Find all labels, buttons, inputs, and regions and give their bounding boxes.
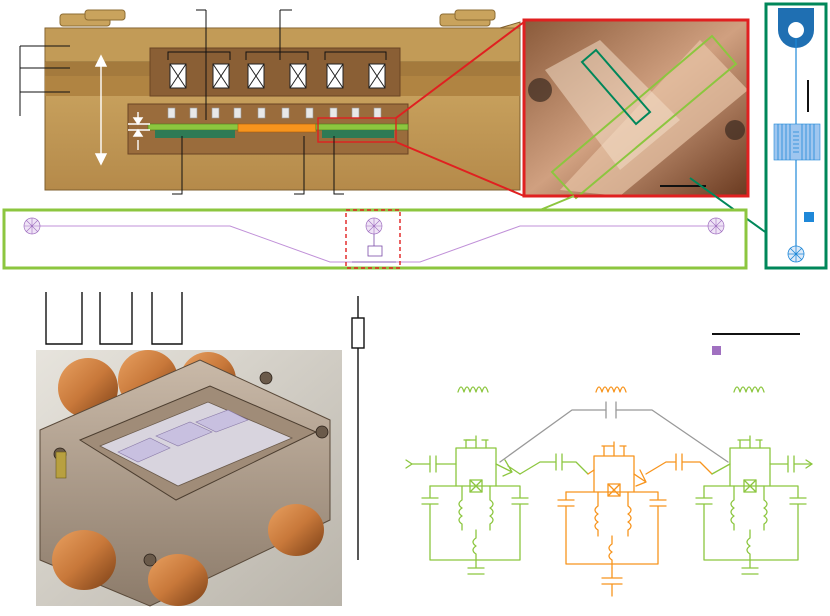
device-photo-panel: [36, 350, 342, 607]
chip-right-substrate: [322, 130, 394, 138]
leader-lines: [19, 9, 344, 195]
photo-label-brackets: [45, 292, 183, 345]
micrograph-details: [528, 40, 748, 196]
qubit-fingers: [773, 123, 821, 161]
circuit-legend: [712, 333, 800, 355]
photo-window: [99, 401, 294, 487]
qubit-region-detail: [352, 234, 396, 263]
coupler-network: [499, 401, 729, 463]
flux-square: [804, 212, 814, 222]
bottom-port-icon: [787, 245, 805, 263]
transmon-zoom-panel: [764, 2, 828, 270]
circuit-panel: [405, 386, 813, 597]
housing-top-plate: [44, 27, 521, 63]
photo-chips: [117, 409, 249, 463]
chip-left-substrate: [155, 130, 235, 138]
micrograph-overlays: [550, 34, 738, 200]
port-icon-spokes: [24, 218, 724, 234]
legend-purple-square: [712, 346, 721, 355]
cross-section-panel: [19, 9, 525, 197]
coil-brackets: [167, 51, 387, 60]
circuit-right: [695, 435, 813, 575]
chip-layout-panel: [2, 208, 748, 270]
readout-pad-hole: [788, 22, 804, 38]
zoom-connector-red: [395, 21, 525, 197]
gold-post: [55, 451, 67, 479]
chip-right: [315, 123, 409, 131]
micrograph-panel: [522, 18, 769, 235]
coil-cavity: [149, 47, 401, 97]
housing-top-screws: [59, 9, 496, 27]
coil-icons: [457, 386, 765, 393]
circuit-left: [405, 435, 589, 575]
qubit-finger-lines: [777, 124, 815, 160]
zoom-connectors-green: [539, 177, 769, 235]
coil-cross-icons: [169, 63, 386, 89]
pogo-pins: [167, 107, 382, 119]
red-highlight-box: [317, 117, 397, 143]
dimension-arrows: [94, 54, 150, 166]
vertical-scale: [351, 296, 365, 560]
chip-left: [147, 123, 241, 131]
circuit-center: [557, 441, 713, 597]
front-sma-connectors: [52, 504, 324, 606]
micrograph-frame: [522, 18, 750, 198]
chip-center: [237, 123, 317, 133]
